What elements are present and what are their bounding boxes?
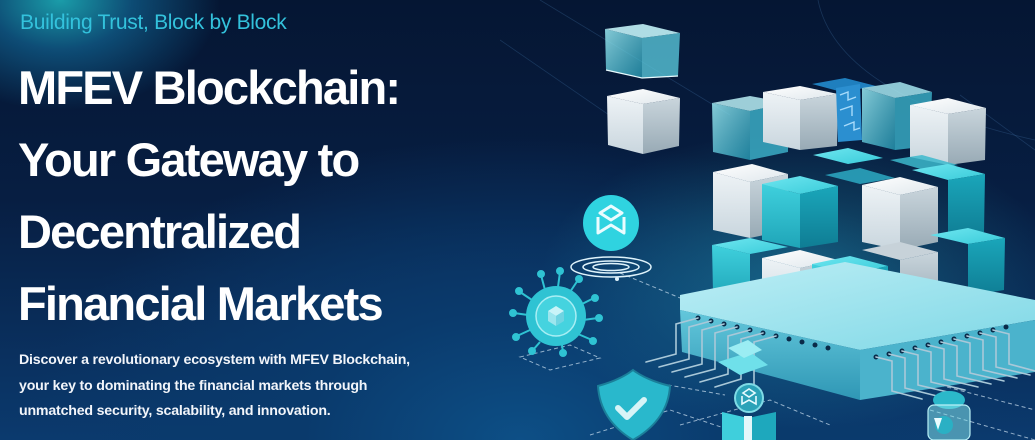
shield-check-icon [596,368,672,440]
gear-node-icon [509,267,603,357]
gift-box-icon [718,340,776,440]
hero-description: Discover a revolutionary ecosystem with … [19,348,519,425]
description-line: Discover a revolutionary ecosystem with … [19,352,410,368]
description-line: unmatched security, scalability, and inn… [19,403,331,419]
headline-line: Your Gateway to [18,133,360,186]
chip-base [645,262,1035,400]
hero-headline: MFEV Blockchain: Your Gateway to Decentr… [18,52,538,340]
headline-line: MFEV Blockchain: [18,61,401,114]
coin-jar-icon [927,391,971,440]
headline-line: Financial Markets [18,277,384,330]
floating-glass-cube [605,24,680,79]
floating-white-cube [607,89,680,154]
blockchain-illustration [500,0,1035,440]
description-line: your key to dominating the financial mar… [19,377,368,394]
headline-line: Decentralized [18,205,302,258]
hero-eyebrow: Building Trust, Block by Block [20,11,287,34]
mfev-logo-icon [583,195,639,251]
